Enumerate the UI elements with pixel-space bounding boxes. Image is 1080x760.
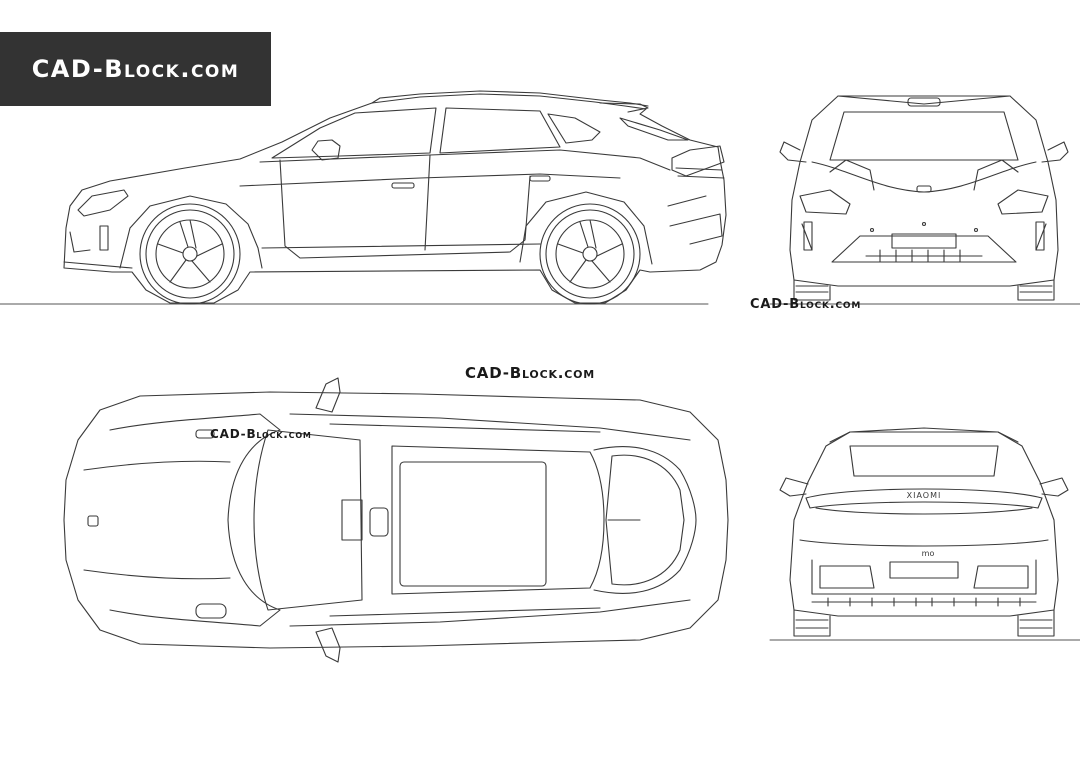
top-mirror-right bbox=[315, 627, 341, 663]
front-view bbox=[769, 95, 1080, 305]
top-windshield bbox=[253, 429, 363, 611]
watermark-front: CAD-Block.com bbox=[750, 297, 862, 312]
side-view bbox=[0, 90, 727, 305]
top-sunroof bbox=[399, 461, 547, 587]
front-headlight-left bbox=[799, 189, 851, 215]
rear-badge: XIAOMI bbox=[907, 491, 942, 500]
top-badge bbox=[87, 515, 99, 527]
front-body-outline bbox=[789, 95, 1059, 287]
front-headlight-right bbox=[997, 189, 1049, 215]
side-mirror bbox=[311, 139, 341, 161]
side-window-front bbox=[271, 107, 437, 159]
top-body-outline bbox=[63, 391, 729, 649]
side-window-rear bbox=[439, 107, 561, 154]
rear-logo: mo bbox=[922, 549, 935, 558]
watermark-top: CAD-Block.com bbox=[210, 427, 312, 441]
rear-mirror-left bbox=[779, 477, 809, 497]
rear-plate bbox=[889, 561, 959, 579]
top-view bbox=[63, 377, 729, 663]
side-front-wheel bbox=[139, 203, 241, 305]
front-tire-left bbox=[793, 279, 831, 301]
side-window-quarter bbox=[547, 113, 601, 144]
rear-window bbox=[849, 445, 999, 477]
side-body-outline bbox=[63, 93, 727, 304]
top-glass-roof bbox=[391, 445, 605, 595]
side-headlight bbox=[77, 189, 129, 217]
side-rear-wheel bbox=[539, 203, 641, 305]
rear-view: XIAOMI mo bbox=[769, 427, 1080, 641]
front-mirror-left bbox=[779, 141, 807, 163]
top-rear-window bbox=[605, 454, 685, 586]
front-tire-right bbox=[1017, 279, 1055, 301]
logo-text: CAD-Block.com bbox=[31, 55, 240, 83]
cad-block-logo[interactable]: CAD-Block.com bbox=[0, 32, 271, 106]
rear-lightbar bbox=[805, 488, 1043, 509]
watermark-mid: CAD-Block.com bbox=[465, 364, 596, 382]
rear-mirror-right bbox=[1039, 477, 1069, 497]
top-mirror-left bbox=[315, 377, 341, 413]
side-taillight bbox=[671, 145, 725, 177]
rear-tire-left bbox=[793, 609, 831, 637]
rear-body-outline bbox=[789, 431, 1059, 617]
rear-tire-right bbox=[1017, 609, 1055, 637]
front-windshield bbox=[829, 111, 1019, 161]
front-mirror-right bbox=[1041, 141, 1069, 163]
